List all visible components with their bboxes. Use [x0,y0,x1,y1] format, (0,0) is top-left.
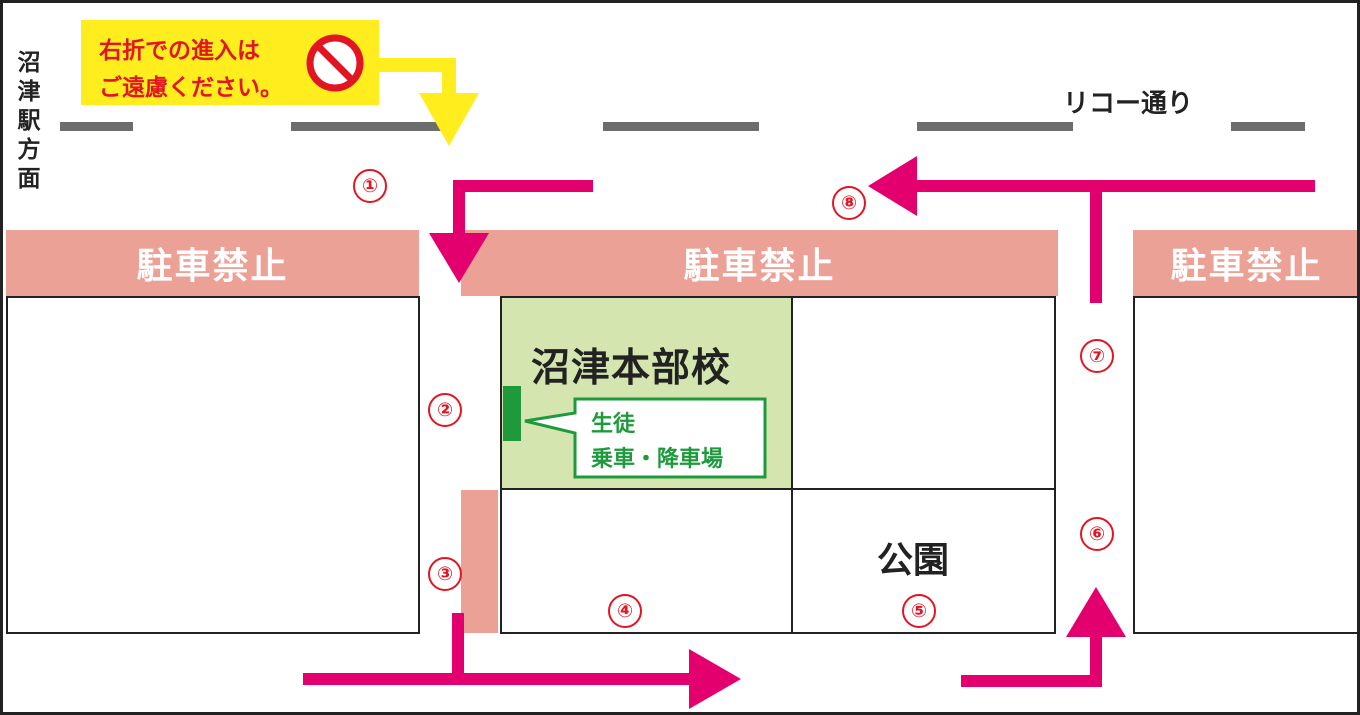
block-lower-left [500,488,793,634]
block-left [6,296,420,634]
no-parking-band-right: 駐車禁止 [1133,230,1357,296]
no-parking-band-left: 駐車禁止 [6,230,419,296]
route-step-3: ③ [428,557,462,591]
warning-line-1: 右折での進入は [99,38,260,64]
road-name-label: リコー通り [1063,89,1194,119]
route-arrow-bottom [303,613,741,709]
road-dash [1231,122,1305,131]
route-overlay [303,34,1315,709]
no-entry-icon [306,34,364,92]
road-dash [917,122,1073,131]
road-dash [60,122,133,131]
road-dash [603,122,759,131]
route-step-7: ⑦ [1080,339,1114,373]
no-parking-band-center: 駐車禁止 [461,230,1058,296]
route-step-5: ⑤ [902,594,936,628]
route-arrow-top-return [868,156,1315,303]
road-dash [291,122,441,131]
route-step-4: ④ [608,594,642,628]
route-step-8: ⑧ [832,186,866,220]
school-name: 沼津本部校 [531,346,732,391]
block-right [1133,296,1357,634]
dropoff-label-line2: 乗車・降車場 [591,447,724,472]
route-step-1: ① [353,169,387,203]
no-right-turn-arrow [379,58,479,146]
dropoff-marker [503,386,521,441]
warning-line-2: ご遠慮ください。 [99,75,283,101]
route-step-6: ⑥ [1080,517,1114,551]
dropoff-label-line1: 生徒 [591,412,636,437]
route-step-2: ② [428,393,462,427]
block-upper-right [791,296,1056,490]
no-parking-strip-side [461,490,498,633]
dropoff-callout [524,397,767,479]
route-arrow-entry [429,180,593,283]
park-label: 公園 [877,540,950,581]
station-direction-label: 沼津駅方面 [17,50,41,192]
route-arrow-up-right [961,587,1126,687]
